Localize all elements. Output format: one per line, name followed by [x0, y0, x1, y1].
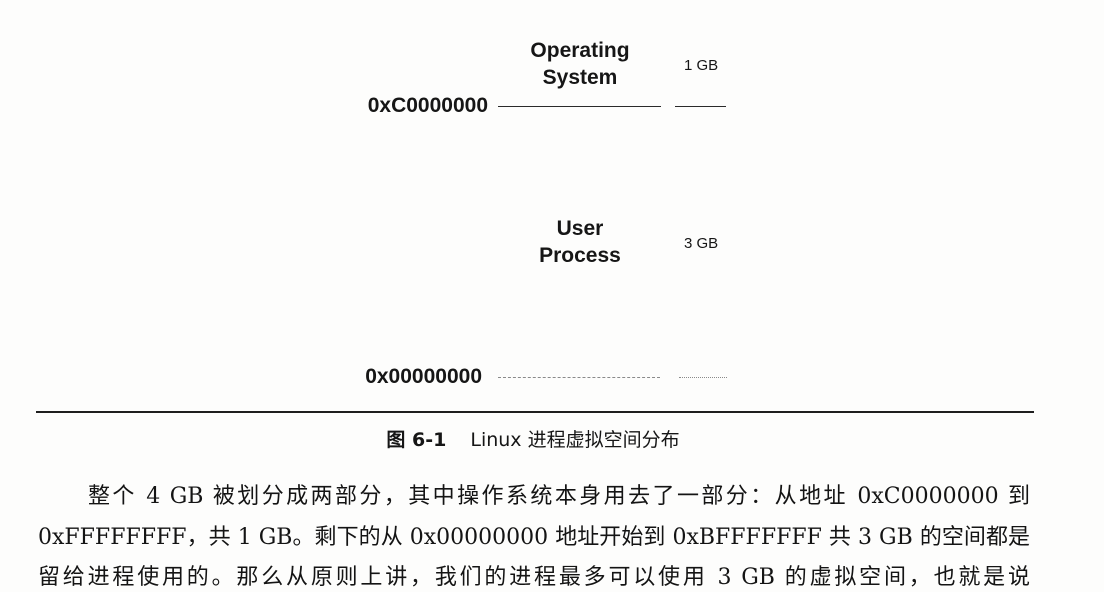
- figure-divider: [36, 411, 1034, 413]
- figure-title: Linux 进程虚拟空间分布: [470, 429, 680, 451]
- paragraph-line: 留给进程使用的。那么从原则上讲，我们的进程最多可以使用 3 GB 的虚拟空间，也…: [38, 565, 1030, 590]
- region-label-line: User: [556, 217, 604, 240]
- paragraph-line: 0xFFFFFFFF，共 1 GB。剩下的从 0x00000000 地址开始到 …: [38, 525, 1030, 550]
- boundary-line-kernel-size: [675, 106, 726, 107]
- region-label-user-process: User Process: [480, 215, 680, 269]
- address-label-base: 0x00000000: [365, 365, 482, 388]
- boundary-line-kernel: [498, 106, 661, 107]
- figure-caption: 图 6-1 Linux 进程虚拟空间分布: [333, 429, 733, 451]
- region-label-line: System: [542, 66, 618, 89]
- region-label-line: Process: [539, 244, 621, 267]
- boundary-line-base: [498, 377, 660, 378]
- region-size-user-process: 3 GB: [684, 235, 719, 252]
- figure-number: 图 6-1: [386, 429, 447, 451]
- region-size-operating-system: 1 GB: [684, 57, 719, 74]
- region-label-line: Operating: [530, 39, 630, 62]
- region-label-operating-system: Operating System: [480, 37, 680, 91]
- paragraph-line: 整个 4 GB 被划分成两部分，其中操作系统本身用去了一部分：从地址 0xC00…: [88, 484, 1030, 509]
- address-label-kernel-boundary: 0xC0000000: [367, 94, 488, 117]
- boundary-line-base-size: [679, 377, 727, 378]
